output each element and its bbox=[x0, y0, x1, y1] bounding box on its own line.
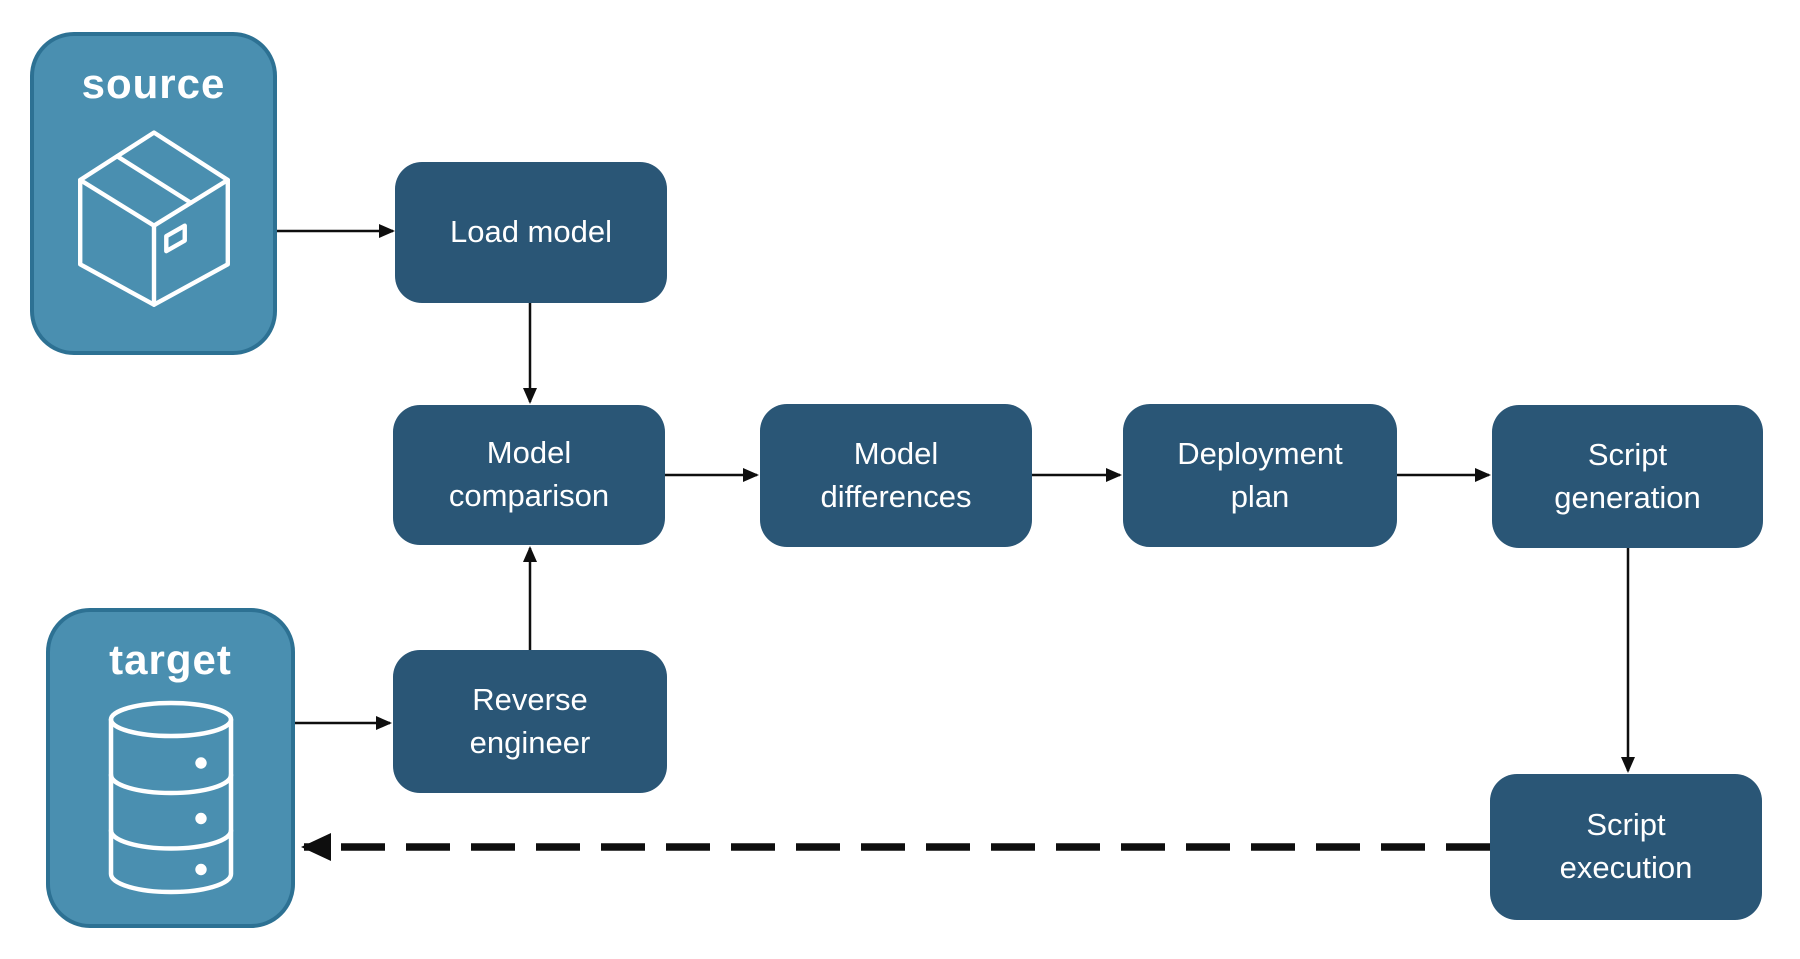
node-deployment-plan: Deployment plan bbox=[1123, 404, 1397, 547]
node-script-generation: Script generation bbox=[1492, 405, 1763, 548]
source-label: source bbox=[81, 60, 226, 107]
node-model-comparison: Model comparison bbox=[393, 405, 665, 545]
reverse-engineer-label: Reverse engineer bbox=[469, 681, 591, 760]
database-icon bbox=[108, 700, 233, 895]
script-generation-label: Script generation bbox=[1554, 436, 1701, 515]
package-icon bbox=[77, 130, 230, 307]
load-model-label: Load model bbox=[449, 214, 612, 250]
model-differences-label: Model differences bbox=[820, 435, 972, 514]
node-script-execution: Script execution bbox=[1490, 774, 1762, 920]
script-execution-label: Script execution bbox=[1559, 807, 1693, 885]
node-reverse-engineer: Reverse engineer bbox=[393, 650, 667, 793]
node-load-model: Load model bbox=[395, 162, 667, 303]
deployment-plan-label: Deployment plan bbox=[1177, 435, 1343, 514]
node-model-differences: Model differences bbox=[760, 404, 1032, 547]
node-source: source bbox=[30, 32, 277, 355]
model-comparison-label: Model comparison bbox=[448, 435, 610, 513]
node-target: target bbox=[46, 608, 295, 928]
target-label: target bbox=[109, 636, 232, 683]
